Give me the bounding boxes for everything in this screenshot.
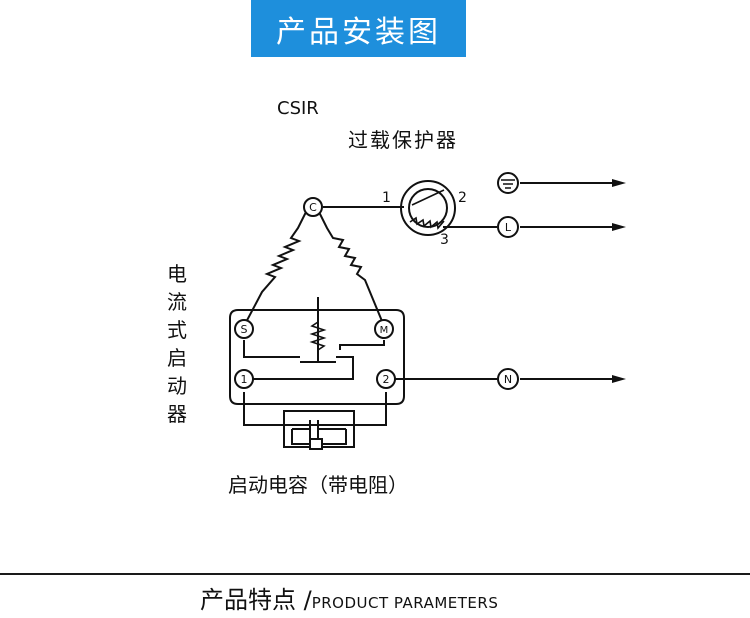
terminal-n	[497, 368, 519, 390]
terminal-1-label: 1	[241, 373, 248, 386]
svg-text:流: 流	[167, 290, 187, 314]
svg-text:式: 式	[167, 318, 187, 342]
overload-label: 过载保护器	[348, 128, 458, 152]
terminal-c-label: C	[309, 201, 317, 214]
arrow-l	[612, 223, 626, 231]
terminal-m	[374, 319, 394, 339]
arrow-n	[612, 375, 626, 383]
section-title: 产品特点 /	[200, 586, 312, 614]
page-title: 产品安装图	[276, 14, 441, 50]
model-label: CSIR	[277, 98, 319, 119]
terminal-l	[497, 216, 519, 238]
section-subtitle: PRODUCT PARAMETERS	[311, 594, 499, 612]
svg-text:器: 器	[167, 402, 187, 426]
terminal-2-label: 2	[383, 373, 390, 386]
main-winding	[318, 211, 385, 327]
title-banner: 产品安装图	[251, 0, 466, 57]
overload-terminal-3: 3	[440, 232, 449, 248]
section-divider	[0, 573, 750, 575]
start-winding	[243, 211, 307, 327]
svg-text:启: 启	[167, 346, 187, 370]
capacitor-label: 启动电容（带电阻）	[228, 473, 408, 497]
wiring-diagram: C S M 1 2 L N 1 2 3 CSIR 过载保护器 电 流 式 启 动…	[167, 98, 626, 497]
capacitor-wire	[243, 392, 387, 426]
ground-icon	[497, 172, 519, 194]
overload-protector	[400, 180, 456, 236]
terminal-s-label: S	[241, 323, 248, 336]
terminal-1	[234, 369, 254, 389]
overload-terminal-2: 2	[458, 190, 467, 206]
terminal-s	[234, 319, 254, 339]
svg-text:电: 电	[167, 262, 187, 286]
terminal-c	[303, 197, 323, 217]
terminal-m-label: M	[380, 325, 389, 336]
relay-housing	[229, 309, 405, 405]
section-heading: 产品特点 /PRODUCT PARAMETERS	[200, 585, 498, 618]
svg-text:动: 动	[167, 374, 187, 398]
arrow-ground	[612, 179, 626, 187]
relay-label: 电 流 式 启 动 器	[167, 262, 187, 426]
overload-terminal-1: 1	[382, 190, 391, 206]
terminal-2	[376, 369, 396, 389]
terminal-n-label: N	[504, 373, 512, 386]
terminal-l-label: L	[505, 221, 512, 234]
